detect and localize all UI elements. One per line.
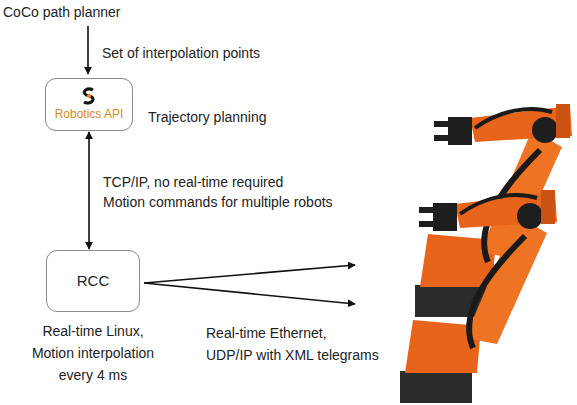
annotation: Real-time Linux, Motion interpolation ev… — [32, 320, 154, 386]
bidirectional-arrow — [88, 132, 90, 249]
industrial-robot — [400, 190, 557, 403]
rcc-box: RCC — [46, 250, 140, 312]
robotics-api-box: Robotics API — [45, 78, 133, 131]
link-label: Real-time Ethernet, UDP/IP with XML tele… — [206, 322, 379, 366]
box-label: RCC — [47, 272, 139, 290]
product-name: Robotics API — [46, 107, 132, 122]
logo-dot — [87, 94, 91, 98]
robot-part — [448, 117, 472, 145]
robot-part — [532, 117, 558, 143]
robot-part — [556, 104, 570, 138]
source-label: CoCo path planner — [3, 3, 121, 22]
robot-part — [475, 109, 552, 128]
logo-icon — [81, 87, 97, 105]
arrow-label: Set of interpolation points — [102, 44, 260, 63]
ethernet-arrow — [144, 265, 355, 283]
robot-part — [434, 121, 450, 127]
ethernet-arrow — [144, 283, 355, 304]
input-arrow — [87, 26, 89, 74]
logo-swirl — [84, 89, 93, 103]
annotation: Trajectory planning — [148, 108, 267, 127]
robot-part — [434, 135, 450, 141]
connection-label: TCP/IP, no real-time required Motion com… — [103, 172, 333, 212]
